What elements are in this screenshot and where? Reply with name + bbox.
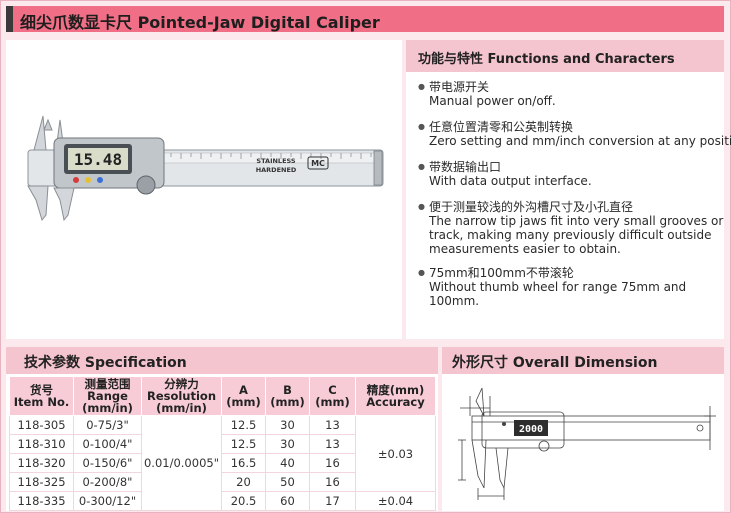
cell-b: 60 (265, 491, 310, 511)
cell-item: 118-320 (9, 453, 74, 473)
dim-lcd-reading: 2000 (519, 424, 543, 435)
col-b: B(mm) (265, 376, 310, 416)
feature-en: Manual power on/off. (429, 94, 556, 108)
dim-button (502, 422, 506, 426)
lower-fixed-jaw (27, 185, 49, 222)
feature-zh: 便于测量较浅的外沟槽尺寸及小孔直径 (418, 200, 728, 214)
cell-c: 17 (309, 491, 356, 511)
button-blue (97, 177, 103, 183)
cell-item: 118-310 (9, 434, 74, 454)
cell-b: 50 (265, 472, 310, 492)
cell-range: 0-100/4" (73, 434, 142, 454)
feature-item: 任意位置清零和公英制转换 Zero setting and mm/inch co… (418, 120, 731, 148)
cell-item: 118-325 (9, 472, 74, 492)
cell-resolution: 0.01/0.0005" (141, 415, 222, 511)
brand-badge-box (307, 156, 329, 170)
cell-a: 12.5 (221, 415, 266, 435)
cell-a: 12.5 (221, 434, 266, 454)
spec-header: 技术参数 Specification (6, 347, 438, 374)
lcd-reading: 15.48 (74, 150, 122, 169)
features-header: 功能与特性 Functions and Characters (406, 40, 724, 72)
cell-accuracy: ±0.03 (355, 415, 436, 492)
spec-heading: 技术参数 Specification (24, 355, 187, 371)
cell-c: 13 (309, 415, 356, 435)
dim-lcd-screen (514, 420, 548, 436)
title-bar: 细尖爪数显卡尺 Pointed-Jaw Digital Caliper (6, 6, 724, 32)
lcd-screen (68, 148, 128, 170)
upper-fixed-jaw-outer (33, 115, 47, 151)
feature-zh: 75mm和100mm不带滚轮 (418, 266, 728, 280)
feature-en: measurements easier to obtain. (429, 242, 621, 256)
button-yellow (85, 177, 91, 183)
cell-b: 40 (265, 453, 310, 473)
dimension-panel (442, 347, 724, 511)
cell-c: 13 (309, 434, 356, 454)
title-accent (6, 6, 13, 32)
button-red (73, 177, 79, 183)
feature-en: Without thumb wheel for range 75mm and 1… (429, 280, 687, 308)
feature-zh: 带电源开关 (418, 80, 728, 94)
page-title: 细尖爪数显卡尺 Pointed-Jaw Digital Caliper (20, 13, 380, 32)
feature-item: 带电源开关 Manual power on/off. (418, 80, 728, 108)
feature-item: 便于测量较浅的外沟槽尺寸及小孔直径 The narrow tip jaws fi… (418, 200, 728, 256)
table-row: 118-310 0-100/4" 12.5 30 13 (9, 434, 436, 454)
cell-item: 118-305 (9, 415, 74, 435)
cell-item: 118-335 (9, 491, 74, 511)
scale-text-hardened: HARDENED (256, 166, 297, 174)
upper-fixed-jaw (43, 118, 53, 131)
features-heading: 功能与特性 Functions and Characters (418, 52, 675, 67)
cell-a: 20 (221, 472, 266, 492)
feature-en: track, making many previously difficult … (429, 228, 712, 242)
feature-en: Zero setting and mm/inch conversion at a… (429, 134, 731, 148)
feature-zh: 带数据输出口 (418, 160, 728, 174)
cell-a: 20.5 (221, 491, 266, 511)
cell-range: 0-300/12" (73, 491, 142, 511)
col-accuracy: 精度(mm)Accuracy (355, 376, 436, 416)
table-row: 118-305 0-75/3" 0.01/0.0005" 12.5 30 13 … (9, 415, 436, 511)
table-row: 118-325 0-200/8" 20 50 16 (9, 472, 436, 492)
cell-range: 0-200/8" (73, 472, 142, 492)
lower-slide-jaw (53, 187, 75, 222)
table-row: 118-320 0-150/6" 16.5 40 16 (9, 453, 436, 473)
thumb-wheel (136, 175, 156, 195)
cell-range: 0-75/3" (73, 415, 142, 435)
dimension-drawing: 2000 (458, 387, 716, 500)
feature-en: With data output interface. (429, 174, 592, 188)
end-cap (373, 150, 383, 186)
cell-a: 16.5 (221, 453, 266, 473)
cell-c: 16 (309, 472, 356, 492)
col-c: C(mm) (309, 376, 356, 416)
caliper-illustration: 15.48 STAINLESS HARDENED MC (27, 115, 384, 222)
dimension-header: 外形尺寸 Overall Dimension (442, 347, 724, 374)
brand-badge: MC (311, 159, 325, 168)
cell-accuracy: ±0.04 (355, 491, 436, 511)
dimension-heading: 外形尺寸 Overall Dimension (452, 355, 658, 371)
feature-item: 带数据输出口 With data output interface. (418, 160, 728, 188)
cell-range: 0-150/6" (73, 453, 142, 473)
col-a: A(mm) (221, 376, 266, 416)
feature-item: 75mm和100mm不带滚轮 Without thumb wheel for r… (418, 266, 728, 308)
scale-text-stainless: STAINLESS (256, 157, 295, 165)
cell-b: 30 (265, 415, 310, 435)
product-image-panel: 15.48 STAINLESS HARDENED MC (6, 40, 402, 339)
table-row: 118-335 0-300/12" 20.5 60 17 ±0.04 (9, 491, 436, 511)
feature-zh: 任意位置清零和公英制转换 (418, 120, 728, 134)
cell-c: 16 (309, 453, 356, 473)
feature-en: The narrow tip jaws fit into very small … (429, 214, 724, 228)
cell-b: 30 (265, 434, 310, 454)
